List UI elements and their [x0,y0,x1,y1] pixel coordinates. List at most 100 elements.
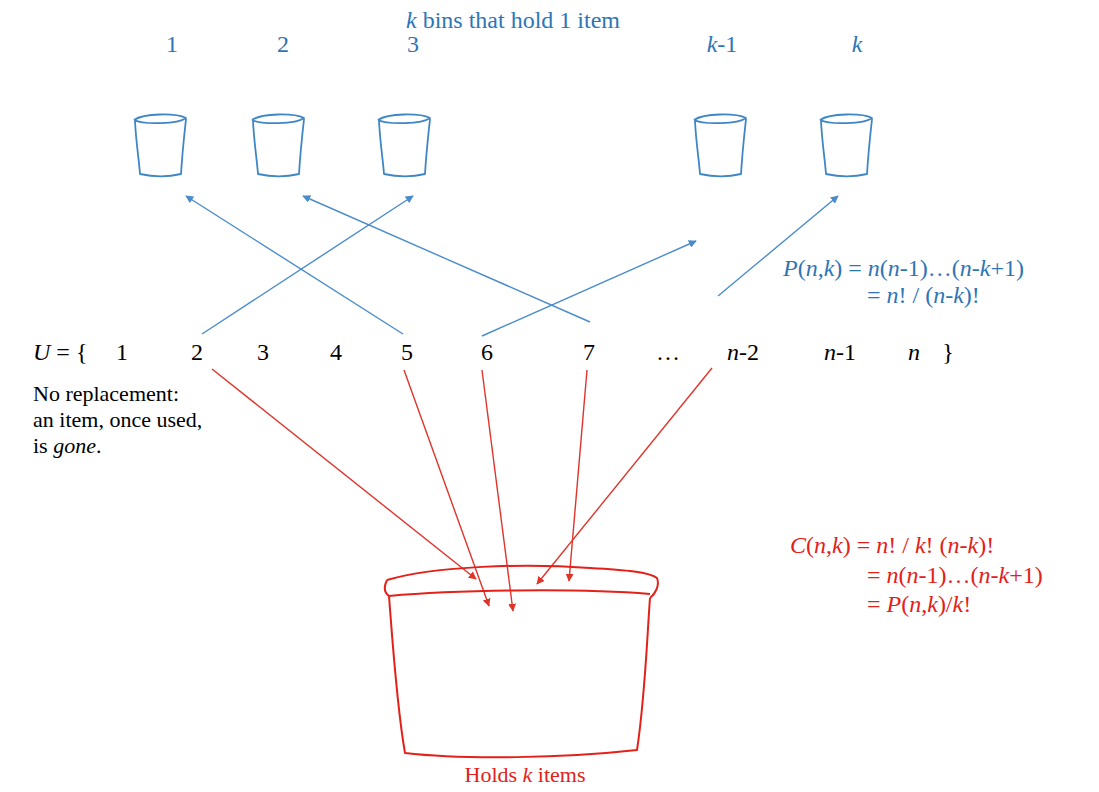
choose-arrow [212,369,476,579]
text-line: 5 [401,339,413,365]
text-run: U [33,339,50,365]
label-slot: 7 [583,338,595,366]
text-run: , [98,407,109,432]
text-line: an item, once used, [33,407,202,433]
text-run [517,762,523,787]
label-slot: = n(n-1)…(n-k+1) [867,561,1043,589]
text-run: n [876,532,888,558]
bin-node: 2 [238,30,318,180]
label-slot: … [656,338,680,366]
text-run: n [868,255,880,281]
blue-arrows [186,196,838,336]
text-run: … [656,339,680,365]
text-run: 1 [116,339,128,365]
text-run: +1) [1009,562,1043,588]
text-run [463,7,469,33]
formula: = P(n,k)/k! [867,590,971,618]
bin-outline [132,112,188,178]
text-line: U = { [33,339,87,365]
text-run: k [832,532,843,558]
bin-stroke [821,119,872,176]
text-run: k [980,255,991,281]
bin-outline [250,112,306,178]
bin-stroke [253,119,304,176]
text-run: -1 [836,339,856,365]
bag-outline [375,558,675,760]
text-run: n [824,339,836,365]
label-slot: = n! / (n-k)! [867,281,980,309]
text-run: = [867,591,887,617]
set-element: n-2 [727,338,759,366]
set-element: 4 [330,338,342,366]
text-run: gone [53,433,96,458]
text-line: 1 [166,31,178,57]
bin-stroke [378,114,430,123]
set-element: 5 [401,338,413,366]
choose-arrow [537,368,712,584]
text-run: - [960,532,968,558]
label-slot: 3 [257,338,269,366]
text-run: Holds [465,762,518,787]
text-line: = P(n,k)/k! [867,591,971,617]
bin-number: 1 [132,30,212,58]
text-run: No [33,381,60,406]
text-run [60,381,66,406]
text-run: = [867,562,887,588]
bin-stroke [694,114,746,123]
text-run: ( [798,255,806,281]
text-run: items [538,762,586,787]
label-slot: n [908,338,920,366]
text-run [54,407,60,432]
text-run: ! [963,591,971,617]
bag-caption: Holds k items [375,762,675,788]
text-run: item [59,407,98,432]
set-element: n [908,338,920,366]
pick-arrow [202,196,413,334]
label-slot: k bins that hold 1 item [406,6,620,34]
text-run: 4 [330,339,342,365]
text-run: , [197,407,203,432]
text-line: No replacement: [33,381,202,407]
set-name: U = { [33,338,87,366]
label-slot: = P(n,k)/k! [867,590,971,618]
text-run: ( [806,532,814,558]
bin-number: 3 [373,30,453,58]
note: No replacement: an item, once used, is g… [33,381,202,459]
text-run: ) = [843,532,877,558]
bin-number: k-1 [682,30,762,58]
pick-arrow [718,196,838,296]
bin-number: 2 [243,30,323,58]
text-run: ! / ( [899,282,934,308]
text-run: n [887,562,899,588]
label-slot: C(n,k) = n! / k! (n-k)! [790,531,994,559]
text-run [505,7,511,33]
text-run: C [790,532,806,558]
text-run: 3 [407,31,419,57]
text-run: n [887,282,899,308]
set-element: 2 [191,338,203,366]
text-run: 7 [583,339,595,365]
text-run: 2 [191,339,203,365]
text-run: - [945,282,953,308]
text-run: n [888,255,900,281]
bin-outline [818,112,874,178]
text-line: is gone. [33,433,202,459]
text-line: 3 [257,339,269,365]
text-run: k [915,532,926,558]
bag-stroke [385,580,650,757]
text-run: k [968,532,979,558]
text-run: bins [423,7,463,33]
text-run: 6 [481,339,493,365]
label-slot: n-1 [824,338,856,366]
text-run: 5 [401,339,413,365]
text-run: } [942,339,954,365]
label-slot: } [942,338,954,366]
text-run: 3 [257,339,269,365]
text-line: k-1 [707,31,738,57]
text-run: k [927,591,938,617]
text-line: n [908,339,920,365]
bag-node: Holds k items [375,558,675,790]
text-run [48,433,54,458]
label-slot: No replacement: an item, once used, is g… [33,381,202,459]
text-run: ( [901,591,909,617]
